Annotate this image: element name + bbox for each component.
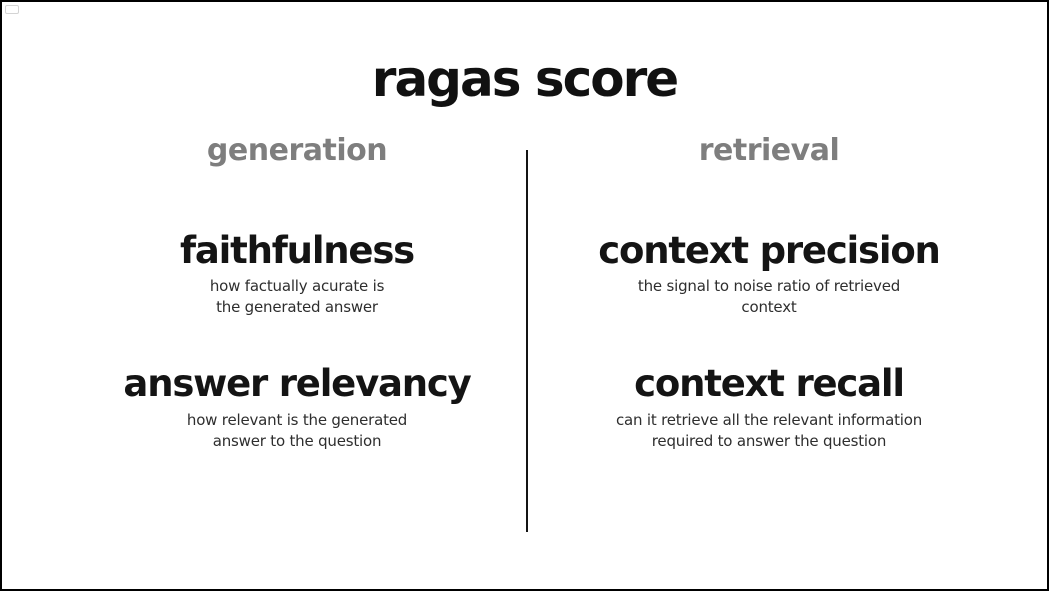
column-header-retrieval: retrieval	[698, 133, 840, 168]
metric-desc-answer-relevancy: how relevant is the generated answer to …	[67, 410, 527, 451]
desc-line: how relevant is the generated	[186, 411, 408, 429]
desc-line: how factually acurate is	[209, 277, 385, 295]
desc-line: required to answer the question	[651, 431, 887, 450]
metric-name-faithfulness: faithfulness	[180, 229, 415, 272]
column-header-generation: generation	[206, 133, 388, 168]
metric-name-context-recall: context recall	[634, 362, 905, 405]
page-title: ragas score	[371, 50, 679, 108]
corner-artifact	[5, 5, 19, 14]
metric-desc-faithfulness: how factually acurate is the generated a…	[67, 276, 527, 317]
desc-line: context	[741, 297, 797, 316]
metric-name-context-precision: context precision	[598, 229, 941, 272]
metric-desc-context-precision: the signal to noise ratio of retrieved c…	[539, 276, 999, 317]
desc-line: can it retrieve all the relevant informa…	[615, 411, 923, 429]
desc-line: the generated answer	[216, 297, 378, 316]
column-divider-line	[526, 150, 528, 532]
metric-name-answer-relevancy: answer relevancy	[123, 362, 471, 405]
desc-line: answer to the question	[212, 431, 382, 450]
desc-line: the signal to noise ratio of retrieved	[637, 277, 901, 295]
metric-desc-context-recall: can it retrieve all the relevant informa…	[539, 410, 999, 451]
